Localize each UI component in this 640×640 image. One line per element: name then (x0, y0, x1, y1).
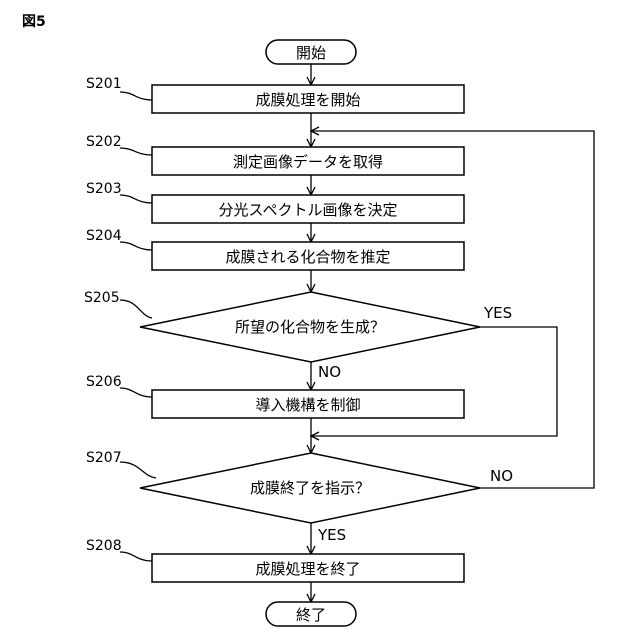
process-text-s204: 成膜される化合物を推定 (225, 248, 390, 266)
process-text-s206: 導入機構を制御 (255, 396, 360, 414)
step-id-s203: S203 (86, 181, 122, 197)
leader-s205 (120, 300, 152, 318)
step-id-s201: S201 (86, 76, 122, 92)
branch-label-s205-no: NO (318, 363, 341, 381)
figure-label: 図5 (22, 14, 46, 30)
leader-s202 (120, 148, 152, 155)
start-label: 開始 (296, 44, 326, 62)
step-id-s202: S202 (86, 134, 122, 150)
leader-s203 (120, 195, 152, 203)
leader-s207 (120, 462, 156, 478)
branch-label-s207-no: NO (490, 467, 513, 485)
step-id-s207: S207 (86, 450, 122, 466)
branch-label-s205-yes: YES (483, 304, 512, 322)
leader-s204 (120, 242, 152, 250)
leader-s201 (120, 92, 152, 100)
decision-text-s205: 所望の化合物を生成？ (235, 318, 385, 336)
leader-s208 (120, 552, 152, 561)
step-id-s204: S204 (86, 228, 122, 244)
process-text-s203: 分光スペクトル画像を決定 (219, 201, 398, 219)
leader-s206 (120, 388, 152, 397)
decision-text-s207: 成膜終了を指示？ (250, 479, 370, 497)
end-label: 終了 (296, 606, 326, 624)
process-text-s202: 測定画像データを取得 (233, 153, 383, 171)
process-text-s201: 成膜処理を開始 (255, 91, 360, 109)
step-id-s206: S206 (86, 374, 122, 390)
process-text-s208: 成膜処理を終了 (255, 560, 360, 578)
branch-label-s207-yes: YES (317, 526, 346, 544)
step-id-s208: S208 (86, 538, 122, 554)
step-id-s205: S205 (84, 290, 120, 306)
